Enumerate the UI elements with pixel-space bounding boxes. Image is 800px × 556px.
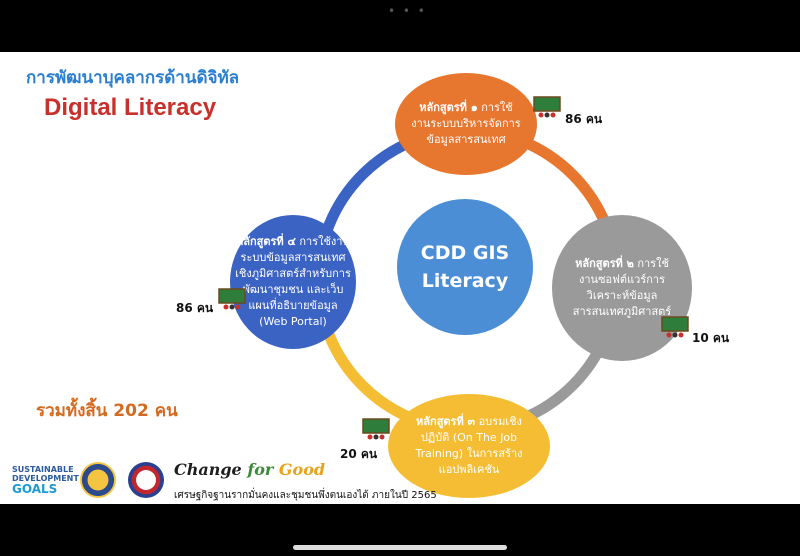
center-line2: Literacy	[421, 270, 509, 292]
heading-thai: การพัฒนาบุคลากรด้านดิจิทัล	[26, 68, 240, 88]
sdg-line2: DEVELOPMENT	[12, 474, 79, 483]
sdg-line1: SUSTAINABLE	[12, 465, 74, 474]
course-1-count: 86 คน	[565, 112, 603, 126]
change-word: Change	[174, 460, 248, 479]
course-3-count: 20 คน	[340, 447, 378, 461]
center-line1: CDD GIS	[420, 242, 510, 264]
home-indicator[interactable]	[293, 545, 507, 550]
course-2-title: หลักสูตรที่ ๒	[575, 257, 634, 270]
training-board-icon	[661, 316, 689, 338]
for-word: for	[247, 460, 279, 479]
course-1-text: การใช้งานระบบบริหารจัดการข้อมูลสารสนเทศ	[411, 101, 521, 146]
department-seal-logo	[80, 462, 116, 498]
course-2-node: หลักสูตรที่ ๒ การใช้งานซอฟต์แวร์การวิเคร…	[552, 215, 692, 361]
training-board-icon	[218, 288, 246, 310]
course-4-text: การใช้งานระบบข้อมูลสารสนเทศเชิงภูมิศาสตร…	[235, 235, 351, 328]
agency-seal-logo	[128, 462, 164, 498]
course-4-title: หลักสูตรที่ ๔	[236, 235, 296, 248]
heading-title: Digital Literacy	[44, 94, 217, 121]
course-4-node: หลักสูตรที่ ๔ การใช้งานระบบข้อมูลสารสนเท…	[230, 215, 356, 349]
training-board-icon	[362, 418, 390, 440]
window-dots-icon[interactable]: • • •	[388, 4, 427, 18]
sdg-logo: SUSTAINABLE DEVELOPMENT GOALS	[12, 465, 79, 495]
change-for-good-logo: Change for Good	[174, 460, 325, 479]
course-1-node: หลักสูตรที่ ๑ การใช้งานระบบบริหารจัดการข…	[395, 73, 537, 175]
course-2-text: การใช้งานซอฟต์แวร์การวิเคราะห์ข้อมูลสารส…	[572, 257, 672, 318]
course-2-count: 10 คน	[692, 331, 730, 345]
total-count: รวมทั้งสิ้น 202 คน	[36, 401, 178, 421]
footer-tagline: เศรษฐกิจฐานรากมั่นคงและชุมชนพึ่งตนเองได้…	[174, 490, 437, 501]
top-bar: • • •	[0, 0, 800, 52]
course-4-count: 86 คน	[176, 301, 214, 315]
course-3-node: หลักสูตรที่ ๓ อบรมเชิงปฏิบัติ (On The Jo…	[388, 394, 550, 498]
course-1-title: หลักสูตรที่ ๑	[419, 101, 478, 114]
presentation-slide: การพัฒนาบุคลากรด้านดิจิทัล Digital Liter…	[0, 52, 800, 504]
course-3-title: หลักสูตรที่ ๓	[416, 415, 476, 428]
training-board-icon	[533, 96, 561, 118]
course-3-text: อบรมเชิงปฏิบัติ (On The Job Training) ใน…	[415, 415, 523, 476]
good-word: Good	[278, 460, 326, 479]
sdg-line3: GOALS	[12, 482, 58, 496]
center-circle: CDD GIS Literacy	[397, 199, 533, 335]
